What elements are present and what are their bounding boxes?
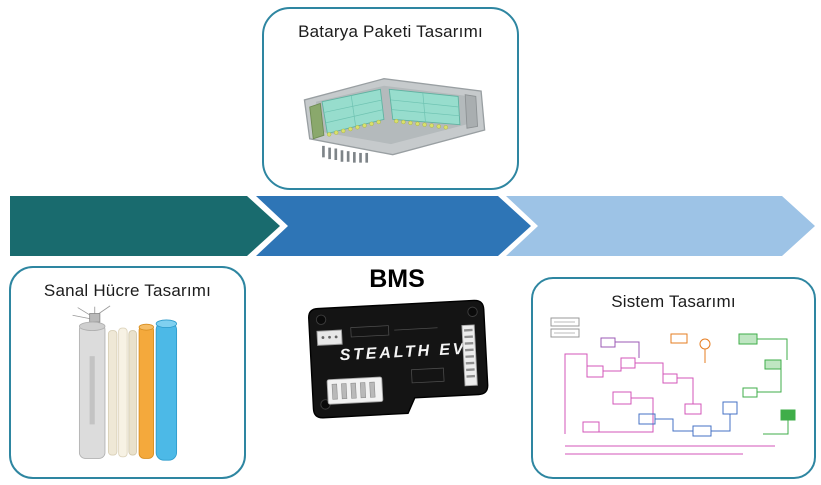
system-design-card: Sistem Tasarımı <box>531 277 816 479</box>
arrow-stage-3 <box>506 196 815 256</box>
battery-pack-card: Batarya Paketi Tasarımı <box>262 7 519 190</box>
arrow-stage-1 <box>10 196 280 256</box>
system-schematic-image <box>550 317 795 455</box>
process-arrows <box>10 196 815 256</box>
bms-board-image: STEALTH EV <box>295 291 500 436</box>
bms-board-text: STEALTH EV <box>339 340 466 364</box>
system-design-title: Sistem Tasarımı <box>611 292 736 311</box>
battery-pack-title: Batarya Paketi Tasarımı <box>298 22 483 41</box>
virtual-cell-card: Sanal Hücre Tasarımı <box>9 266 246 479</box>
arrow-stage-2 <box>256 196 531 256</box>
battery-cell-image <box>71 305 177 461</box>
bms-title: BMS <box>369 265 425 293</box>
battery-pack-image <box>303 78 485 163</box>
virtual-cell-title: Sanal Hücre Tasarımı <box>43 281 212 300</box>
bms-section: BMS STEALTH EV <box>297 265 497 432</box>
